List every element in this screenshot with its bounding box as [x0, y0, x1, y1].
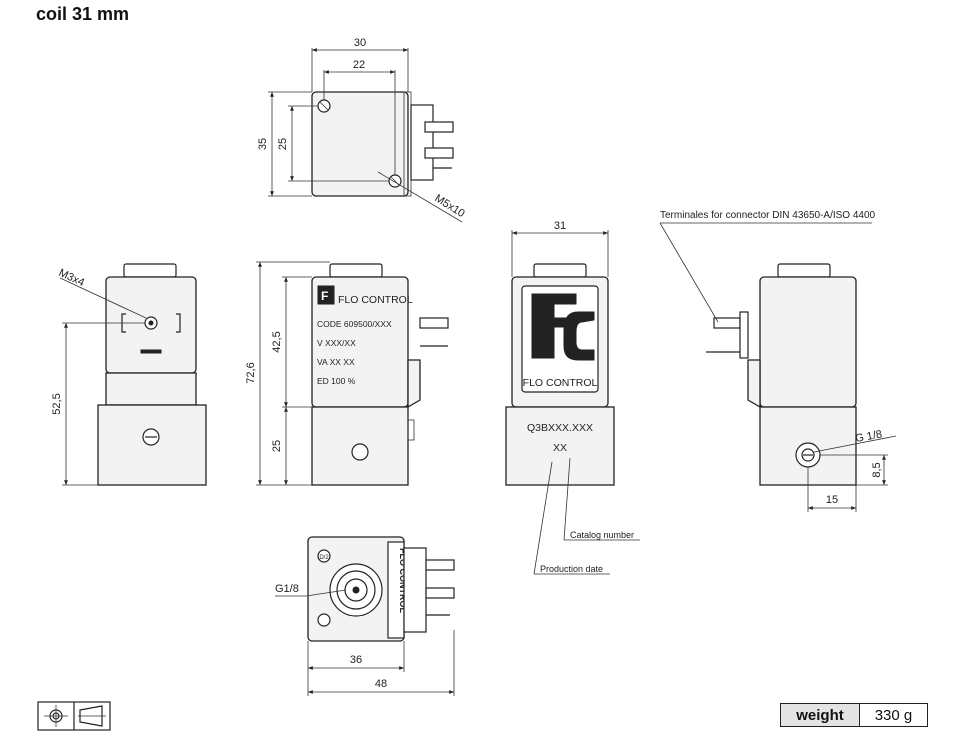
catalog-number-label: Catalog number	[570, 530, 634, 540]
side-port-label: G 1/8	[854, 428, 883, 444]
top-dim-hole-spacing: 25	[277, 138, 289, 150]
page-title: coil 31 mm	[36, 4, 130, 24]
rear-date-code: XX	[553, 442, 567, 454]
front-brand: FLO CONTROL	[338, 294, 413, 306]
production-date-label: Production date	[540, 564, 603, 574]
bottom-dim-inner: 36	[350, 654, 362, 666]
front-dim-total: 72,6	[245, 362, 257, 383]
terminal-note: Terminales for connector DIN 43650-A/ISO…	[660, 210, 876, 221]
top-screw-label: M5x10	[432, 192, 466, 220]
left-dim-height: 52,5	[51, 393, 63, 414]
weight-value: 330 g	[874, 706, 913, 724]
top-dim-inner-width: 22	[353, 59, 365, 71]
rear-view: FLO CONTROL Q3BXXX.XXX XX 31 Catalog num…	[505, 220, 640, 575]
front-view: F FLO CONTROL CODE 609500/XXX V XXX/XX V…	[245, 261, 449, 486]
bottom-badge: D/2	[319, 555, 329, 561]
fc-logo	[531, 293, 595, 361]
weight-table: weight 330 g	[780, 703, 928, 727]
projection-symbol-icon	[37, 701, 111, 731]
rear-code: Q3BXXX.XXX	[527, 422, 593, 434]
bottom-port-label: G1/8	[275, 583, 299, 595]
top-dim-height: 35	[257, 138, 269, 150]
side-dim-port-height: 8,5	[871, 462, 883, 477]
left-view: M3x4 52,5	[51, 263, 207, 486]
front-dim-coil: 42,5	[271, 331, 283, 352]
bottom-dim-outer: 48	[375, 678, 387, 690]
weight-label: weight	[781, 704, 860, 726]
top-dim-outer-width: 30	[354, 37, 366, 49]
rear-dim-width: 31	[554, 220, 566, 232]
rear-brand: FLO CONTROL	[523, 377, 598, 389]
front-label-line-4: ED 100 %	[317, 376, 356, 386]
left-screw-label: M3x4	[57, 267, 86, 289]
bottom-view: FLO CONTROL D/2 G1/8 36 48	[275, 536, 455, 696]
front-label-line-1: CODE 609500/XXX	[317, 319, 392, 329]
top-view: 30 22 35 25 M5x10	[257, 37, 467, 223]
side-view: Terminales for connector DIN 43650-A/ISO…	[659, 210, 897, 512]
side-dim-port-offset: 15	[826, 494, 838, 506]
bottom-side-text: FLO CONTROL	[398, 548, 408, 613]
front-label-line-3: VA XX XX	[317, 357, 355, 367]
front-logo-text: F	[321, 289, 328, 303]
front-label-line-2: V XXX/XX	[317, 338, 356, 348]
front-dim-base: 25	[271, 440, 283, 452]
